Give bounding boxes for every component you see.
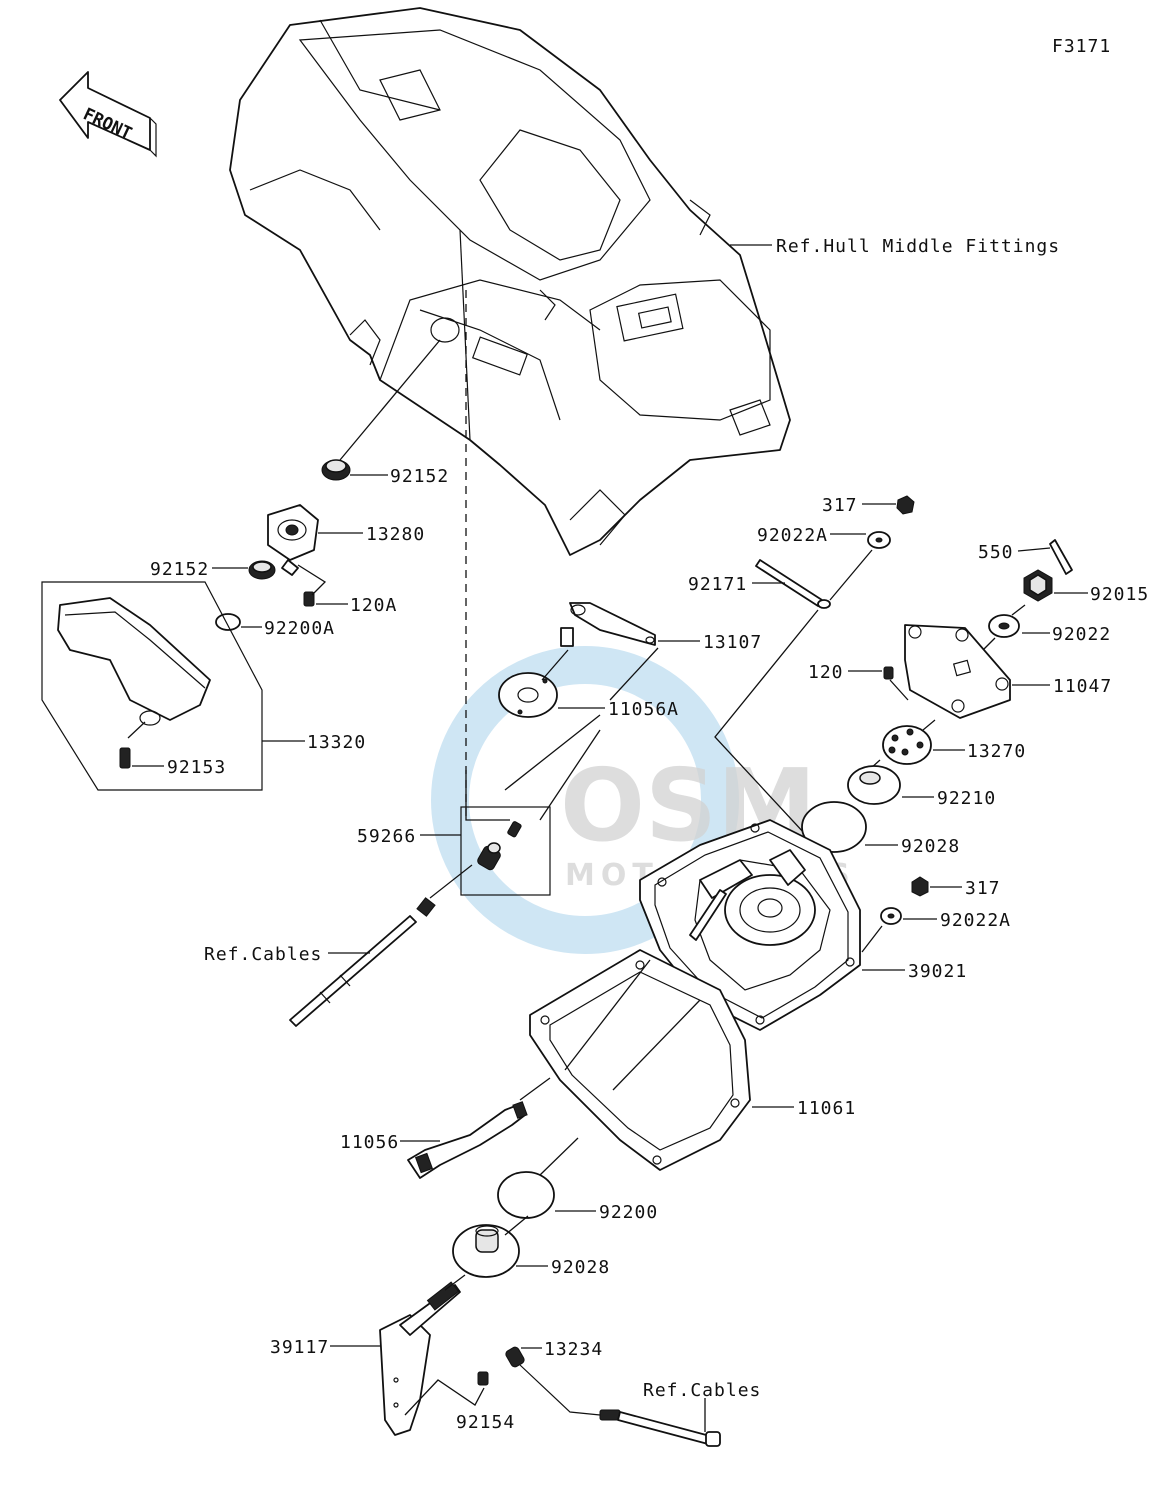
part-92022a-washer-top — [867, 531, 891, 549]
label-13320: 13320 — [307, 732, 366, 753]
part-92210-washer — [847, 765, 901, 805]
part-39117-shaft-arm — [379, 1281, 461, 1436]
label-120a: 120A — [350, 595, 397, 616]
label-92015: 92015 — [1090, 584, 1149, 605]
cable-bottom — [519, 1364, 721, 1447]
cables-ref-bottom-label: Ref.Cables — [643, 1380, 761, 1401]
label-92200a: 92200A — [264, 618, 335, 639]
part-92154-pin — [477, 1371, 489, 1386]
part-92200-washer — [497, 1171, 555, 1219]
label-92022a-right: 92022A — [940, 910, 1011, 931]
part-13234-joint — [505, 1346, 525, 1368]
cable-left — [289, 864, 473, 1027]
label-92152-left: 92152 — [150, 559, 209, 580]
label-317-right: 317 — [965, 878, 1001, 899]
label-13270: 13270 — [967, 741, 1026, 762]
label-39021: 39021 — [908, 961, 967, 982]
hull-ref-label: Ref.Hull Middle Fittings — [776, 236, 1060, 257]
part-92171-tie — [755, 559, 831, 609]
part-11047-bracket — [904, 624, 1011, 746]
part-92015-nut — [1023, 569, 1053, 602]
label-92171: 92171 — [688, 574, 747, 595]
part-13320-box — [41, 581, 263, 791]
cables-ref-left-label: Ref.Cables — [204, 944, 322, 965]
part-92022-washer — [988, 614, 1020, 638]
part-11056a-plate — [498, 672, 558, 718]
part-92200a-oring — [215, 613, 241, 631]
part-120a-screw — [303, 591, 315, 607]
part-120-screw — [883, 666, 894, 680]
label-317-top: 317 — [822, 495, 858, 516]
part-59266-joint — [477, 821, 522, 871]
part-59266-box — [460, 806, 551, 896]
part-11056-lever — [407, 1101, 528, 1179]
label-39117: 39117 — [270, 1337, 329, 1358]
part-92022a-washer-right — [880, 907, 902, 925]
front-arrow-icon: FRONT — [59, 71, 157, 158]
label-92210: 92210 — [937, 788, 996, 809]
label-13280: 13280 — [366, 524, 425, 545]
part-13280-housing — [267, 504, 319, 576]
part-550-cotter-pin — [1049, 539, 1073, 575]
part-13270-gear — [882, 725, 932, 765]
label-11047: 11047 — [1053, 676, 1112, 697]
part-92028-seal-bottom — [452, 1224, 520, 1278]
label-92200: 92200 — [599, 1202, 658, 1223]
label-120: 120 — [808, 662, 844, 683]
label-13234: 13234 — [544, 1339, 603, 1360]
label-11056: 11056 — [340, 1132, 399, 1153]
hull-middle — [229, 7, 791, 556]
label-92022: 92022 — [1052, 624, 1111, 645]
part-13107-lever — [560, 602, 656, 647]
label-92028-bottom: 92028 — [551, 1257, 610, 1278]
label-92153: 92153 — [167, 757, 226, 778]
figure-code: F3171 — [1052, 36, 1111, 57]
part-317-nut-top — [896, 495, 915, 515]
label-11056a: 11056A — [608, 699, 679, 720]
part-317-nut-right — [911, 876, 929, 897]
label-92154: 92154 — [456, 1412, 515, 1433]
part-92152-grommet — [321, 459, 351, 481]
part-92028-seal-right — [801, 801, 867, 853]
label-92022a-top: 92022A — [757, 525, 828, 546]
label-59266: 59266 — [357, 826, 416, 847]
label-92028-right: 92028 — [901, 836, 960, 857]
label-11061: 11061 — [797, 1098, 856, 1119]
label-92152-top: 92152 — [390, 466, 449, 487]
part-92153-screw — [119, 747, 131, 769]
label-13107: 13107 — [703, 632, 762, 653]
label-550: 550 — [978, 542, 1014, 563]
part-13320-cover — [57, 597, 211, 726]
part-92152-left-grommet — [248, 560, 276, 580]
